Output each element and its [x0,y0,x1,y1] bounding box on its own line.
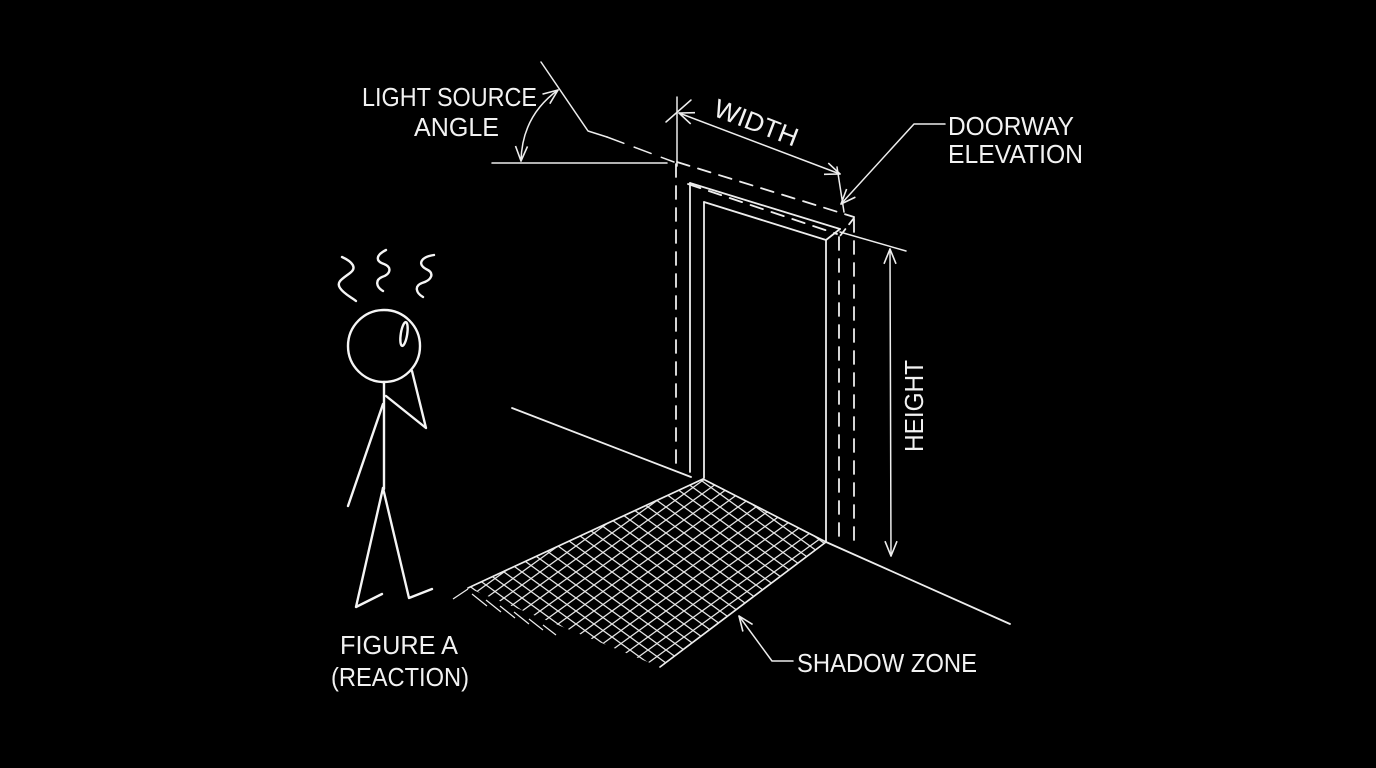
hatch-overshoot-stroke [471,593,488,607]
stick-figure-raised-arm [384,369,428,430]
shadow-zone-callout: SHADOW ZONE [738,615,977,678]
height-arrowhead-top [883,248,897,265]
hatch-overshoot-stroke [452,588,469,600]
stick-figure-head [346,308,422,384]
hatch-overshoot-stroke [528,618,544,631]
hatch-overshoot-stroke [542,624,557,636]
width-arrowhead-right [823,162,841,176]
height-dimension-line [889,248,892,557]
stick-figure-eye [399,320,409,348]
width-dimension: WIDTH [665,93,845,213]
light-ray-solid [540,61,608,138]
shadow-zone-hatch [468,479,826,667]
elevation-dashed-top [676,161,855,218]
hatch-overshoot-stroke [513,611,530,625]
light-ray-dashed [606,136,675,163]
figure-caption: FIGURE A (REACTION) [331,630,469,692]
doorway-elevation-arrowhead [840,188,856,205]
stick-figure [337,248,436,609]
width-tick-left [665,99,692,123]
doorway-elevation-leader [840,123,946,205]
arc-arrowhead-top [542,89,559,105]
height-arrowhead-bottom [884,540,898,557]
figure-caption-line2: (REACTION) [331,662,469,692]
width-dimension-line [678,112,841,175]
height-label: HEIGHT [899,360,929,452]
elevation-dashed-inner-top [687,183,838,235]
height-extension-top [839,231,907,252]
wall-base-line-left [511,407,692,478]
shadow-zone-leader [738,615,794,662]
shadow-zone-boundary [467,478,827,668]
door-frame-inner-top [703,201,827,241]
width-arrowhead-left [678,111,696,125]
doorway [675,161,855,545]
alarm-squiggle-right [415,253,436,299]
alarm-squiggle-left [337,255,358,303]
floor-lines [511,407,1011,625]
wall-base-line-right [825,541,1011,625]
shadow-zone-label: SHADOW ZONE [797,648,977,678]
door-frame-outer-top [689,182,841,230]
doorway-elevation-callout: DOORWAY ELEVATION [840,111,1083,205]
stick-figure-left-arm [346,402,385,508]
arc-arrowhead-bottom [514,145,529,162]
figure-caption-line1: FIGURE A [340,630,459,660]
doorway-elevation-label-line2: ELEVATION [948,139,1083,169]
hatch-overshoot-stroke [499,605,516,619]
shadow-hatch-overshoots [452,588,557,636]
width-extension-right [836,166,845,213]
stick-figure-left-leg [354,486,385,609]
height-dimension: HEIGHT [839,231,929,557]
doorway-elevation-label-line1: DOORWAY [948,111,1074,141]
hatch-overshoot-stroke [485,599,502,613]
angle-arc [520,89,559,162]
door-frame-corner-miter [825,228,841,241]
stick-figure-right-leg [381,486,434,600]
light-source-angle-label-line1: LIGHT SOURCE [362,82,537,112]
light-source-angle-label-line2: ANGLE [414,112,499,142]
shadow-zone: SHADOW ZONE [452,478,977,678]
alarm-squiggle-middle [376,248,391,293]
shadow-zone-arrowhead [738,615,754,632]
width-label: WIDTH [710,93,803,153]
light-source-angle-annotation: LIGHT SOURCE ANGLE [362,61,675,164]
